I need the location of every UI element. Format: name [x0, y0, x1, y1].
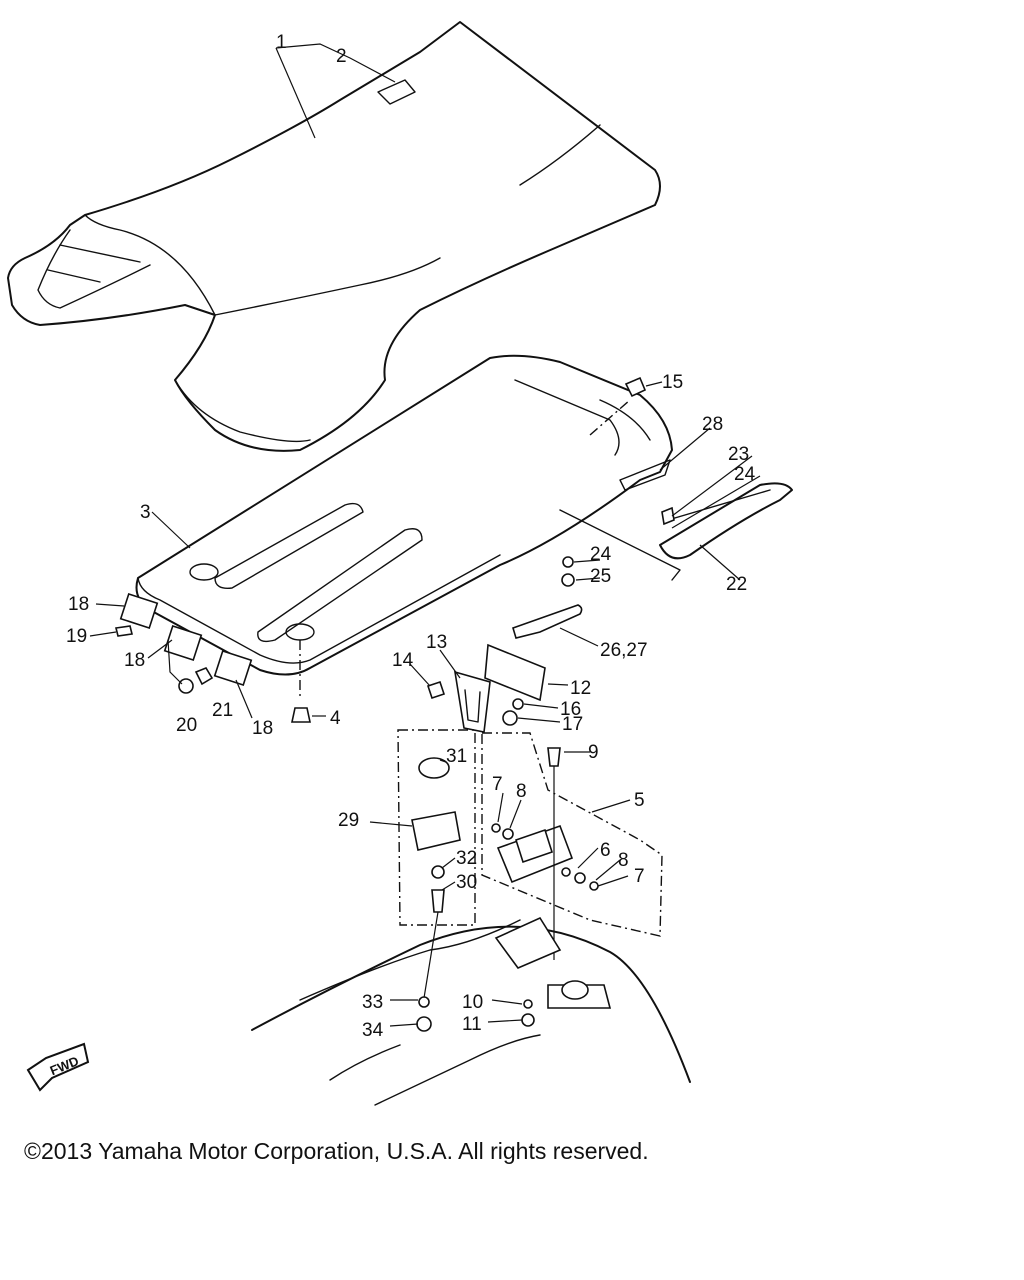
part-label-16: 16 [560, 699, 581, 720]
part-label-12: 12 [570, 678, 591, 699]
part-labels: 1 2 3 4 5 6 7 7 8 8 9 10 11 12 13 14 15 … [66, 32, 756, 1041]
part-label-14: 14 [392, 650, 414, 671]
part-label-25: 25 [590, 566, 611, 587]
part-label-34: 34 [362, 1020, 384, 1041]
part-label-33: 33 [362, 992, 383, 1013]
part-label-17: 17 [562, 714, 583, 735]
part-label-1: 1 [276, 32, 287, 53]
seat-base-drawing [135, 354, 681, 700]
part-label-15: 15 [662, 372, 683, 393]
grab-strap-drawing [659, 482, 793, 560]
part-label-13: 13 [426, 632, 447, 653]
part-label-29: 29 [338, 810, 359, 831]
base-hardware-drawing [115, 376, 663, 767]
part-label-21: 21 [212, 700, 233, 721]
part-label-3: 3 [140, 502, 151, 523]
part-label-9: 9 [588, 742, 599, 763]
part-label-7a: 7 [492, 774, 503, 795]
fwd-arrow-icon: FWD [26, 1042, 90, 1092]
part-label-18c: 18 [252, 718, 273, 739]
part-label-8a: 8 [516, 781, 527, 802]
part-label-23: 23 [728, 444, 749, 465]
part-label-2: 2 [336, 46, 347, 67]
part-label-18b: 18 [124, 650, 145, 671]
part-label-28: 28 [702, 414, 723, 435]
part-label-10: 10 [462, 992, 483, 1013]
part-label-6: 6 [600, 840, 611, 861]
part-label-18a: 18 [68, 594, 89, 615]
part-label-4: 4 [330, 708, 341, 729]
lock-group-5-drawing [481, 732, 663, 960]
part-label-26-27: 26,27 [600, 640, 648, 661]
part-label-31: 31 [446, 746, 467, 767]
seat-cover-drawing [7, 21, 661, 452]
hull-section-drawing [251, 916, 691, 1106]
part-label-7b: 7 [634, 866, 645, 887]
part-label-22: 22 [726, 574, 747, 595]
part-label-24b: 24 [590, 544, 612, 565]
part-label-30: 30 [456, 872, 477, 893]
part-label-8b: 8 [618, 850, 629, 871]
part-label-24a: 24 [734, 464, 756, 485]
part-label-20: 20 [176, 715, 197, 736]
part-label-19: 19 [66, 626, 87, 647]
leader-lines [89, 43, 761, 1027]
part-label-11: 11 [462, 1014, 482, 1035]
latch-group-29-drawing [397, 729, 476, 1032]
part-label-32: 32 [456, 848, 477, 869]
copyright-notice: ©2013 Yamaha Motor Corporation, U.S.A. A… [24, 1138, 649, 1164]
part-label-5: 5 [634, 790, 645, 811]
